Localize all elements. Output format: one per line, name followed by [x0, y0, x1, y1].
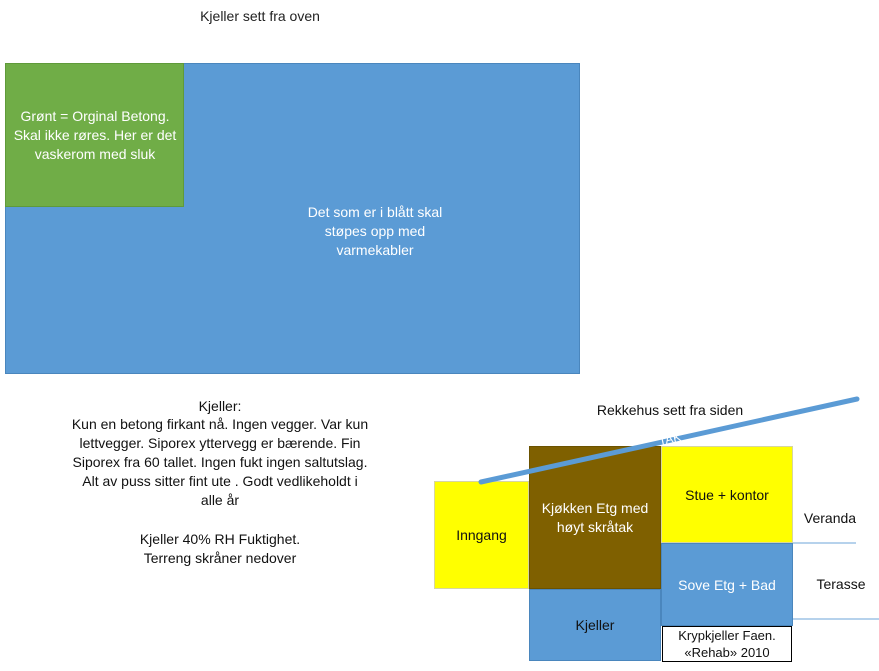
krypkjeller-box: Krypkjeller Faen. «Rehab» 2010: [662, 626, 792, 662]
top-view-title: Kjeller sett fra oven: [200, 8, 320, 24]
kjokken-box: Kjøkken Etg med høyt skråtak: [529, 446, 661, 589]
veranda-label: Veranda: [803, 510, 857, 526]
green-concrete-text: Grønt = Orginal Betong. Skal ikke røres.…: [13, 108, 177, 162]
inngang-box: Inngang: [434, 481, 529, 589]
krypkjeller-label: Krypkjeller Faen. «Rehab» 2010: [678, 628, 776, 660]
kjokken-label: Kjøkken Etg med høyt skråtak: [541, 499, 649, 535]
kjeller-box: Kjeller: [529, 589, 661, 661]
inngang-label: Inngang: [456, 527, 507, 543]
sove-box: Sove Etg + Bad: [661, 543, 793, 626]
kjeller-label: Kjeller: [575, 617, 615, 633]
side-view-title: Rekkehus sett fra siden: [596, 402, 744, 418]
notes-terrain: Terreng skråner nedover: [143, 550, 297, 566]
green-concrete-area: [5, 63, 184, 207]
stue-box: Stue + kontor: [661, 446, 793, 543]
sove-label: Sove Etg + Bad: [678, 576, 776, 593]
terasse-label: Terasse: [816, 576, 866, 592]
blue-floor-text: Det som er i blått skal støpes opp med v…: [307, 204, 443, 258]
notes-heading: Kjeller:: [198, 398, 242, 414]
notes-body: Kun en betong firkant nå. Ingen vegger. …: [71, 416, 369, 508]
notes-humidity: Kjeller 40% RH Fuktighet.: [139, 531, 301, 547]
stue-label: Stue + kontor: [685, 486, 769, 503]
